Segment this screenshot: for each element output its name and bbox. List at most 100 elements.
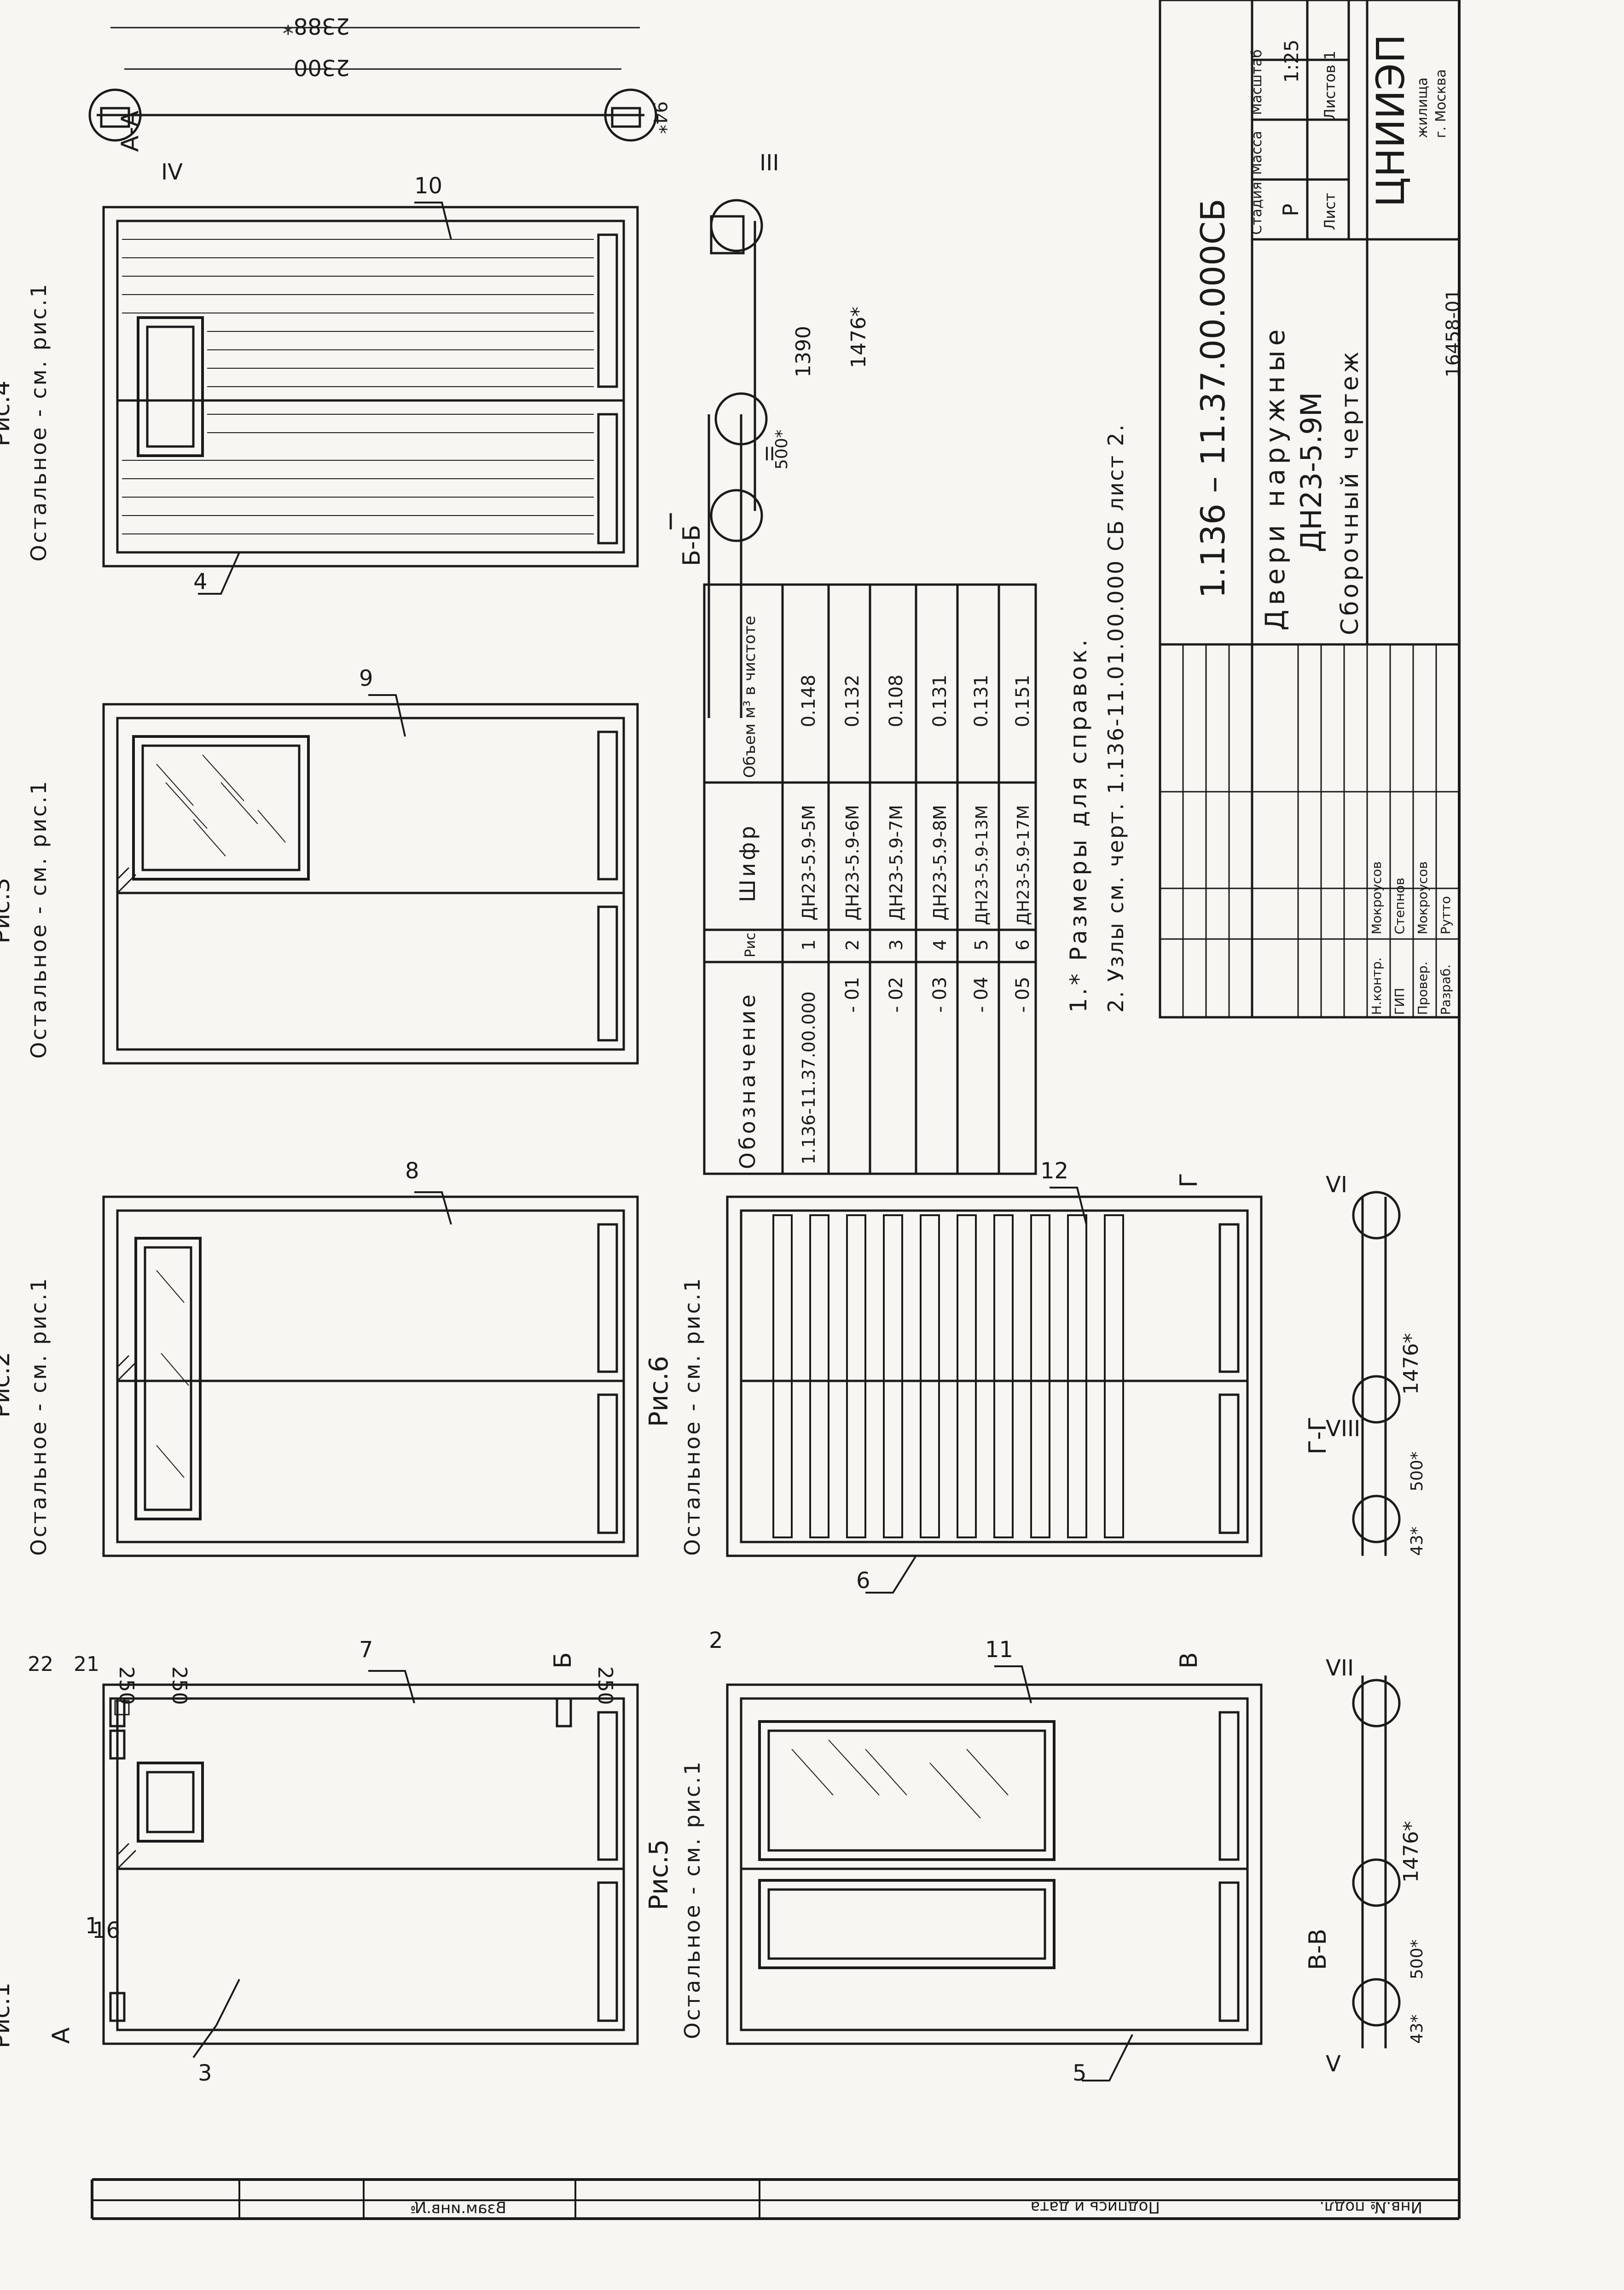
section-label-vv: В-В [1304,1929,1332,1970]
callout-7: 7 [359,1637,373,1663]
cut-mark-v: В [1175,1652,1203,1669]
archive-number: 16458-01 [1443,289,1464,377]
node-V: V [1326,2051,1341,2077]
section-aa [88,27,657,142]
doc-code: 1.136 – 11.37.00.000СБ [1194,199,1232,599]
cut-mark-a: А [47,2027,75,2044]
role-prover: Провер. [1415,962,1430,1015]
cell-fig: 3 [886,939,906,951]
fig6-label: Рис.6 [644,1356,674,1427]
callout-10: 10 [414,173,442,199]
col-fig: Рис. [742,928,759,957]
fig2-label: Рис.2 [0,1352,15,1418]
dim-2388: 2388* [283,13,350,39]
fig4-label: Рис.4 [0,381,15,446]
stamp-org-sub: жилища [1415,77,1431,138]
door-fig5 [726,1683,1263,2045]
dim-1476-a: 1476* [847,307,870,368]
cell-fig: 2 [842,939,863,951]
cell-volume: 0.151 [1012,674,1033,727]
callout-8: 8 [405,1158,419,1184]
fig3-label: Рис.3 [0,878,15,944]
door-elevations [102,206,1263,2045]
fig1-label: Рис.1 [0,1983,15,2048]
name-prover: Мокроусов [1415,861,1430,934]
callout-4: 4 [193,569,208,595]
cut-mark-g: Г [1175,1173,1203,1188]
dim-94: 94* [649,101,670,134]
cell-designation: 1.136-11.37.00.000 [799,991,819,1165]
section-gg [1352,1191,1401,1556]
node-II: II [764,444,775,465]
stamp-mass-col: Масса [1249,131,1265,175]
name-razrab: Рутто [1438,896,1453,934]
table-row: - 01 ДН23-5.9-6М 2 0.132 [842,674,863,1013]
col-volume: Объем м³ в чистоте [741,616,759,778]
side-strip [92,2179,1459,2219]
callout-21: 21 [74,1652,99,1676]
stamp-scale-col: Масштаб [1249,49,1265,115]
callout-6: 6 [856,1568,870,1594]
cell-cipher: ДН23-5.9-6М [842,805,863,921]
note-1: 1.* Размеры для справок. [1065,637,1092,1013]
cut-mark-b: Б [549,1652,577,1669]
cell-volume: 0.131 [971,674,992,727]
dim-500-a: 500* [772,429,791,470]
stamp-scale: 1:25 [1280,40,1303,83]
dim-1390: 1390 [792,326,815,377]
stamp-stage-col: Стадия [1249,182,1265,235]
node-VIII: VIII [1326,1416,1360,1442]
cell-designation: - 02 [886,977,907,1013]
spec-table [703,583,1037,1175]
dim-1476-c: 1476* [1399,1333,1423,1395]
fig5-note: Остальное - см. рис.1 [680,1760,705,2039]
callout-2: 2 [709,1628,723,1653]
section-label-gg: Г-Г [1304,1417,1332,1455]
cell-fig: 1 [799,939,819,951]
section-bb [708,199,768,718]
door-fig1 [102,1683,639,2045]
cell-cipher: ДН23-5.9-8М [930,805,950,921]
dim-250-a: 250 [115,1666,138,1705]
role-nkontr: Н.контр. [1369,957,1384,1015]
fig4-note: Остальное - см. рис.1 [26,282,51,562]
node-I: I [667,509,674,535]
node-VII: VII [1326,1655,1354,1681]
table-row: - 03 ДН23-5.9-8М 4 0.131 [929,674,951,1013]
callout-5: 5 [1073,2060,1087,2086]
cell-fig: 5 [971,939,992,951]
stamp-city: г. Москва [1433,69,1449,138]
door-fig6-slats [772,1214,1124,1538]
dim-250-b: 250 [168,1666,191,1705]
section-vv [1352,1675,1401,2048]
role-gip: ГИП [1392,988,1407,1015]
dim-500-c: 500* [1408,1451,1427,1491]
cell-volume: 0.108 [886,674,907,727]
callout-3: 3 [198,2060,212,2086]
dim-43-b: 43* [1408,1526,1427,1556]
dim-500-b: 500* [1408,1939,1427,1979]
role-razrab: Разраб. [1438,964,1453,1015]
product-model: ДН23-5.9М [1294,392,1328,552]
callout-9: 9 [359,666,373,691]
cell-designation: - 05 [1012,977,1033,1013]
cell-volume: 0.131 [929,674,951,727]
cell-cipher: ДН23-5.9-17М [1014,805,1033,925]
glazing-hatch [156,754,1009,1819]
stamp-org: ЦНИИЭП [1368,34,1413,207]
strip-signature: Подпись и дата [1030,2198,1160,2216]
node-IV: IV [161,159,183,185]
col-designation: Обозначение [735,992,760,1169]
callout-22: 22 [28,1652,53,1676]
name-gip: Степнов [1392,878,1407,934]
cell-cipher: ДН23-5.9-7М [886,805,906,921]
stamp-sheets: Листов 1 [1321,51,1339,120]
callout-16: 16 [92,1918,120,1943]
col-cipher: Шифр [735,823,760,902]
dim-1476-b: 1476* [1399,1821,1423,1883]
cell-designation: - 01 [842,977,863,1013]
dim-2300: 2300 [294,54,350,80]
stamp-stage: Р [1278,203,1303,216]
node-VI: VI [1326,1172,1347,1198]
